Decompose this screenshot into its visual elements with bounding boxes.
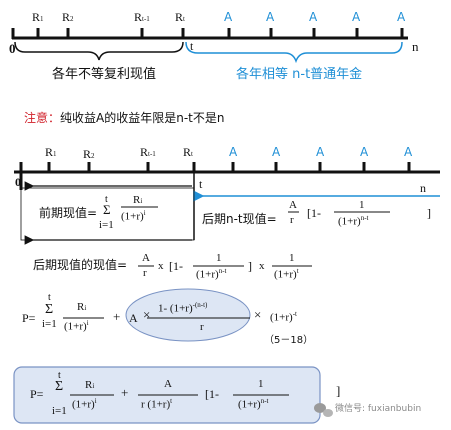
timeline2-a2: A (272, 145, 281, 159)
timeline1-r1: R1 (32, 10, 44, 24)
final-frac-den: r (1+r)t (141, 397, 173, 411)
f518-ellipse-den: r (200, 321, 204, 333)
final-lhs: P= (30, 387, 44, 401)
late-pv-bracket-open: [1- (307, 206, 321, 220)
late-pv-inner-den: (1+r)n-t (338, 214, 369, 228)
late-pv-present-last-num: 1 (289, 252, 295, 264)
final-sigma-top: t (58, 370, 61, 381)
f518-tail: (1+r)-t (270, 310, 297, 324)
timeline2-rt: Rt (183, 145, 193, 159)
brace-right-label: 各年相等 n-t普通年金 (236, 67, 363, 82)
timeline1-r2: R2 (62, 10, 74, 24)
early-pv-box (20, 187, 195, 241)
timeline2-t: t (199, 177, 203, 191)
note-prefix: 注意： (24, 111, 61, 125)
watermark-text: 微信号: fuxianbubin (335, 404, 422, 414)
formula-ellipse (125, 288, 251, 342)
late-pv-present-last-den: (1+r)t (274, 267, 299, 281)
f518-times2: × (254, 307, 262, 322)
timeline1-brace-right (185, 41, 403, 64)
early-pv-sigma-bottom: i=1 (99, 219, 114, 231)
early-pv-sigma-top: t (105, 194, 108, 205)
timeline2-ticks (19, 162, 411, 173)
final-inner-den: (1+r)n-t (238, 397, 269, 411)
final-frac-num: A (164, 378, 172, 390)
final-den: (1+r)i (72, 397, 97, 411)
timeline2-a4: A (360, 145, 369, 159)
timeline2-a1: A (229, 145, 238, 159)
note-text: 纯收益A的收益年限是n-t不是n (60, 111, 225, 125)
early-pv-num: Ri (133, 194, 143, 206)
late-pv-label: 后期n-t现值= (202, 212, 277, 226)
timeline2-a3: A (316, 145, 325, 159)
timeline1-a2: A (266, 10, 275, 24)
early-pv-label: 前期现值= (39, 206, 98, 220)
f518-number: （5－18） (264, 335, 314, 346)
late-pv-present-bracket-close: ] (248, 259, 252, 273)
timeline2-rt1: Rt-1 (140, 145, 156, 159)
timeline1-rt: Rt (175, 10, 185, 24)
timeline2-n: n (420, 181, 426, 195)
timeline1-n: n (412, 39, 419, 54)
f518-sigma: Σ (45, 302, 54, 317)
note-line: 注意：纯收益A的收益年限是n-t不是n (24, 112, 224, 124)
timeline2-r1: R1 (45, 145, 57, 159)
final-plus: + (121, 385, 129, 400)
late-pv-present-times: x (158, 260, 164, 272)
f518-plus: + (113, 309, 121, 324)
timeline1-t: t (190, 39, 194, 53)
wechat-icon (314, 403, 333, 417)
late-pv-frac-num: A (289, 199, 297, 211)
final-num: Ri (85, 379, 95, 391)
late-pv-present-frac-den: r (143, 267, 147, 279)
f518-sigma-bottom: i=1 (42, 318, 57, 330)
final-inner-num: 1 (258, 378, 264, 390)
timeline1-ticks (11, 28, 404, 39)
final-sigma: Σ (55, 379, 64, 394)
timeline2-r2: R2 (83, 147, 95, 161)
late-pv-present-inner-num: 1 (216, 252, 222, 264)
early-pv-sigma: Σ (103, 202, 111, 217)
f518-num: Ri (77, 301, 87, 313)
late-pv-present-inner-den: (1+r)n-t (196, 267, 227, 281)
f518-ellipse-num: 1- (1+r)-(n-t) (158, 301, 208, 315)
f518-den: (1+r)i (64, 319, 89, 333)
final-bracket-open: [1- (205, 387, 219, 401)
timeline1-a5: A (397, 10, 406, 24)
late-pv-inner-num: 1 (359, 199, 365, 211)
timeline1-brace-left (14, 41, 184, 61)
late-pv-present-label: 后期现值的现值= (33, 258, 128, 272)
timeline2-zero: 0 (15, 175, 21, 189)
timeline1-a3: A (309, 10, 318, 24)
late-pv-present-frac-num: A (142, 252, 150, 264)
timeline2-a5: A (404, 145, 413, 159)
timeline1-a4: A (352, 10, 361, 24)
early-pv-den: (1+r)i (121, 209, 146, 223)
late-pv-present-times2: x (259, 260, 265, 272)
brace-left-label: 各年不等复利现值 (52, 67, 157, 82)
f518-sigma-top: t (48, 292, 51, 303)
timeline1-rt1: Rt-1 (134, 10, 150, 24)
late-pv-present-bracket-open: [1- (169, 259, 183, 273)
f518-lhs: P= (22, 311, 36, 325)
final-sigma-bottom: i=1 (52, 405, 67, 417)
timeline1-zero: 0 (9, 41, 16, 56)
f518-a: A (129, 311, 138, 325)
final-bracket-close: ] (336, 383, 341, 398)
f518-times: × (143, 307, 151, 322)
timeline1-a1: A (224, 10, 233, 24)
late-pv-frac-den: r (290, 214, 294, 226)
late-pv-bracket-close: ] (427, 206, 431, 220)
